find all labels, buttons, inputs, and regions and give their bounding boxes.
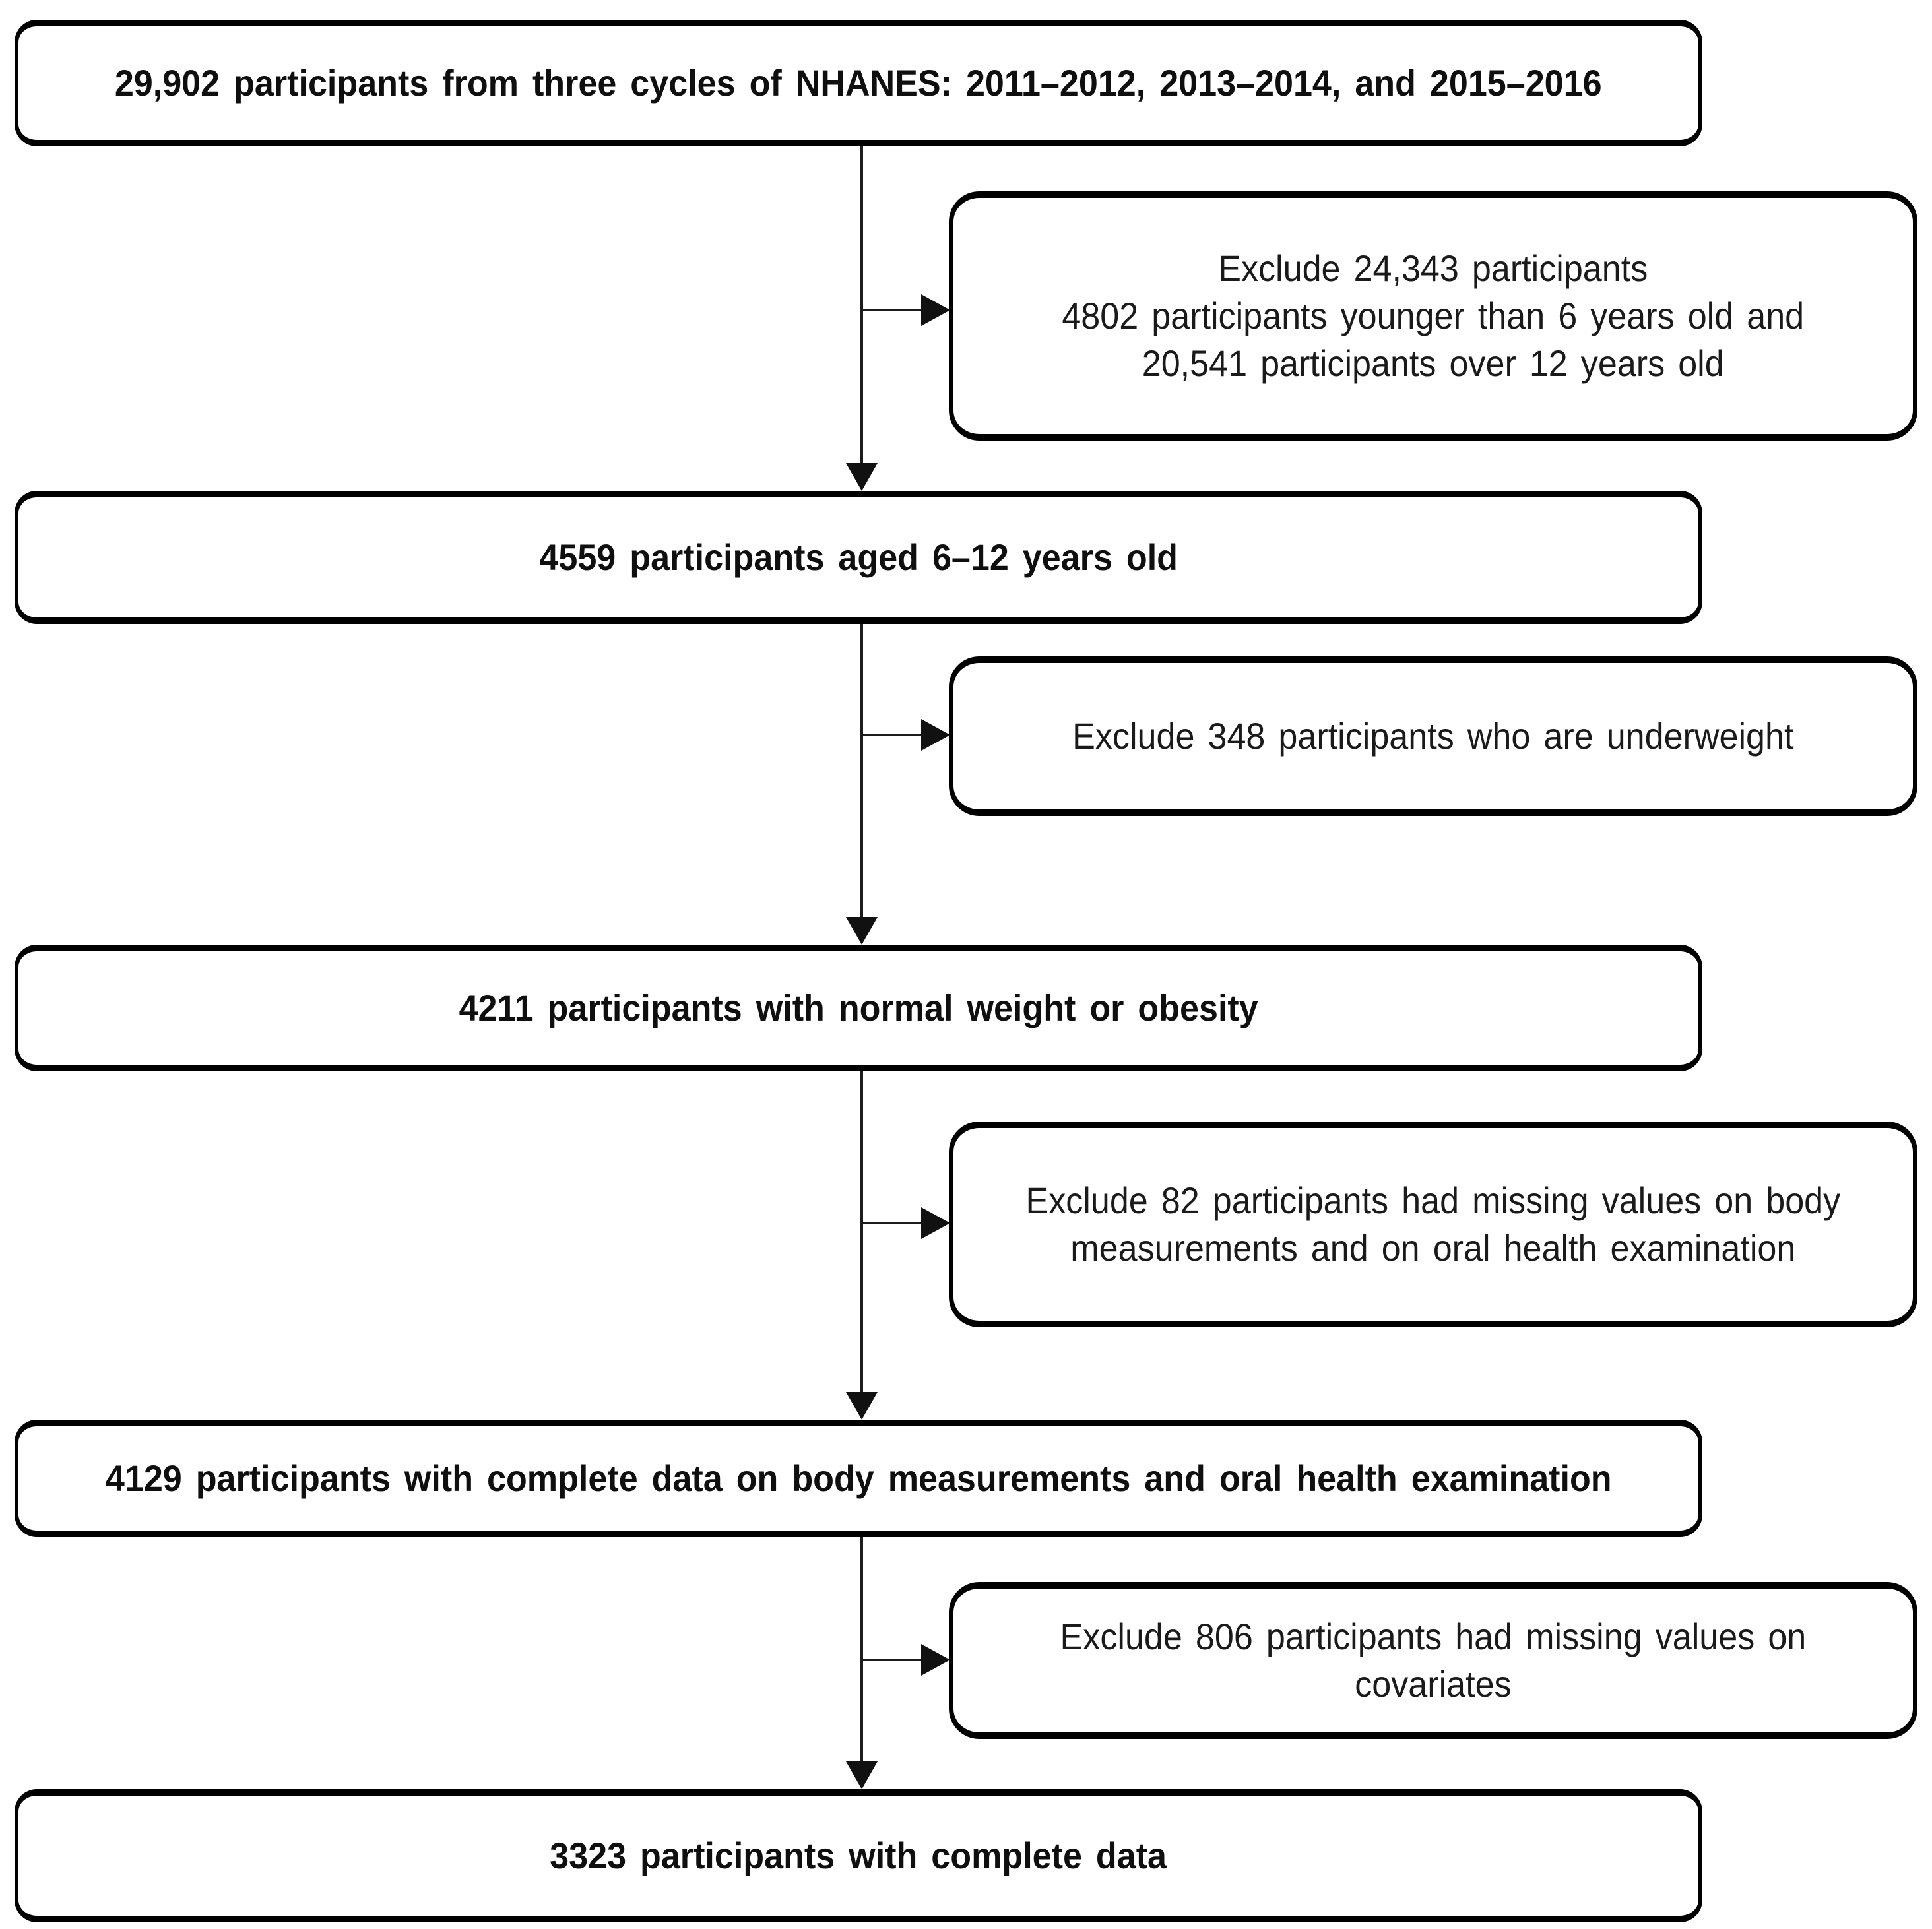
arrowhead-down-icon-1 xyxy=(846,463,878,491)
exclusion-line: Exclude 24,343 participants xyxy=(1218,247,1648,290)
exclusion-box-missing-exam-text: Exclude 82 participants had missing valu… xyxy=(1026,1177,1841,1271)
exclusion-box-age: Exclude 24,343 participants 4802 partici… xyxy=(949,191,1917,441)
cohort-box-complete-data-text: 3323 participants with complete data xyxy=(550,1835,1167,1876)
connector-line-vertical-1 xyxy=(860,146,863,463)
arrowhead-right-icon-3 xyxy=(921,1207,950,1239)
exclusion-line: covariates xyxy=(1355,1663,1512,1705)
exclusion-box-missing-covariates: Exclude 806 participants had missing val… xyxy=(949,1582,1917,1739)
cohort-box-normal-weight-or-obesity-text: 4211 participants with normal weight or … xyxy=(459,987,1258,1028)
connector-line-branch-4 xyxy=(862,1659,922,1661)
cohort-box-nhanes-total: 29,902 participants from three cycles of… xyxy=(15,20,1702,146)
cohort-box-complete-data: 3323 participants with complete data xyxy=(15,1789,1702,1922)
cohort-box-complete-exam-data: 4129 participants with complete data on … xyxy=(15,1420,1702,1537)
exclusion-line: Exclude 348 participants who are underwe… xyxy=(1072,715,1794,757)
exclusion-box-underweight-text: Exclude 348 participants who are underwe… xyxy=(1072,712,1793,760)
arrowhead-down-icon-3 xyxy=(846,1392,878,1420)
connector-line-branch-3 xyxy=(862,1222,922,1224)
exclusion-line: 4802 participants younger than 6 years o… xyxy=(1062,295,1805,337)
connector-line-vertical-3 xyxy=(860,1071,863,1392)
cohort-box-complete-exam-data-text: 4129 participants with complete data on … xyxy=(105,1457,1612,1499)
exclusion-line: Exclude 82 participants had missing valu… xyxy=(1025,1180,1841,1222)
arrowhead-right-icon-2 xyxy=(921,719,950,751)
exclusion-box-missing-exam: Exclude 82 participants had missing valu… xyxy=(949,1122,1917,1327)
arrowhead-down-icon-2 xyxy=(846,917,878,945)
cohort-box-nhanes-total-text: 29,902 participants from three cycles of… xyxy=(115,62,1602,104)
connector-line-vertical-4 xyxy=(860,1537,863,1761)
arrowhead-right-icon-4 xyxy=(921,1644,950,1676)
exclusion-line: Exclude 806 participants had missing val… xyxy=(1060,1616,1807,1658)
exclusion-box-age-text: Exclude 24,343 participants 4802 partici… xyxy=(1062,245,1805,387)
arrowhead-down-icon-4 xyxy=(846,1761,878,1789)
exclusion-line: 20,541 participants over 12 years old xyxy=(1142,342,1724,384)
connector-line-branch-1 xyxy=(862,309,922,311)
cohort-box-aged-6-12-text: 4559 participants aged 6–12 years old xyxy=(539,536,1178,578)
connector-line-branch-2 xyxy=(862,734,922,736)
exclusion-line: measurements and on oral health examinat… xyxy=(1070,1227,1796,1269)
exclusion-box-underweight: Exclude 348 participants who are underwe… xyxy=(949,656,1917,816)
exclusion-box-missing-covariates-text: Exclude 806 participants had missing val… xyxy=(1060,1613,1807,1707)
connector-line-vertical-2 xyxy=(860,624,863,918)
arrowhead-right-icon-1 xyxy=(921,294,950,326)
cohort-box-aged-6-12: 4559 participants aged 6–12 years old xyxy=(15,491,1702,624)
cohort-box-normal-weight-or-obesity: 4211 participants with normal weight or … xyxy=(15,945,1702,1071)
